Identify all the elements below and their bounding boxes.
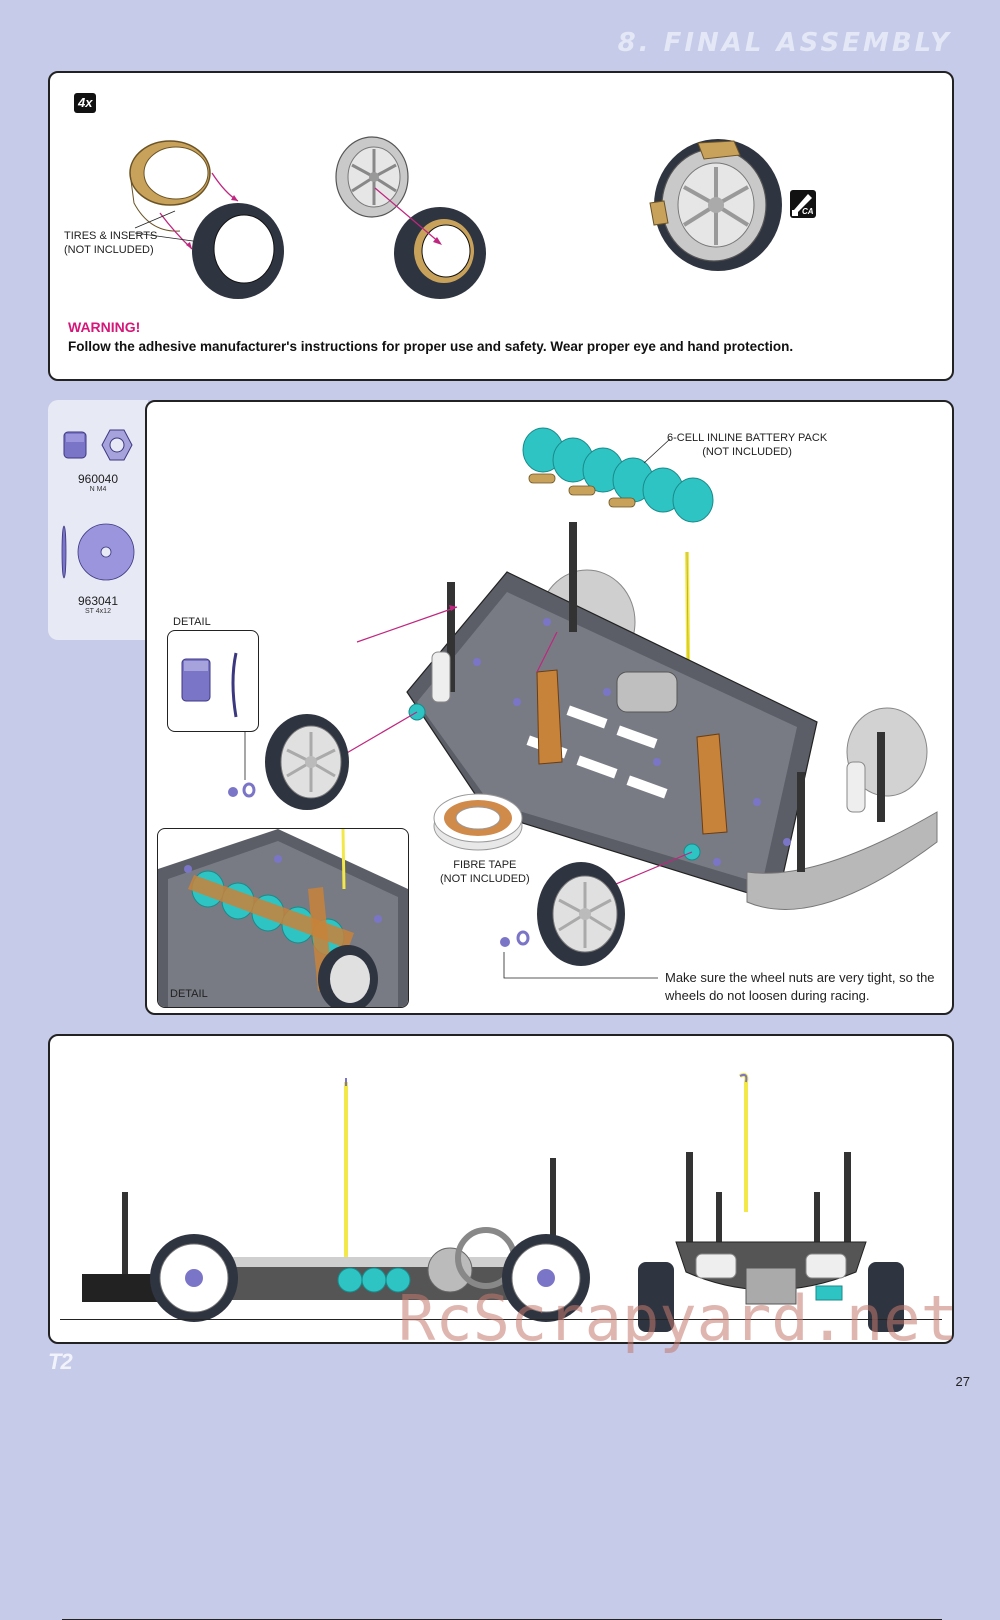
tires-inserts-label: TIRES & INSERTS (NOT INCLUDED): [64, 229, 157, 257]
battery-pack-label: 6-CELL INLINE BATTERY PACK (NOT INCLUDED…: [667, 431, 827, 459]
detail-leader: [244, 732, 246, 780]
note-line2: wheels do not loosen during racing.: [665, 988, 870, 1003]
nut-detail-icon: [181, 652, 238, 718]
nut-detail-box: [167, 630, 259, 732]
battery-detail-illustration: [158, 829, 408, 1007]
warning-title: WARNING!: [68, 319, 141, 335]
note-line1: Make sure the wheel nuts are very tight,…: [665, 970, 935, 985]
front-view-illustration: [638, 1072, 904, 1332]
tires-label-line2: (NOT INCLUDED): [64, 244, 154, 256]
tire-assembly-panel: 4x TIRES & INSERTS (NOT INCLUDED): [48, 71, 954, 381]
fibre-label-line2: (NOT INCLUDED): [440, 873, 530, 885]
part-number-1: 960040: [77, 472, 119, 486]
side-view-illustration: [82, 1078, 590, 1322]
watermark: RcScrapyard.net: [398, 1282, 958, 1355]
tire-illustration: [192, 203, 284, 299]
battery-leader: [643, 438, 671, 464]
ca-glue-label: CA: [802, 207, 814, 216]
front-wheel-nut-washer: [500, 930, 530, 947]
rim-arrow: [374, 187, 442, 245]
section-title: 8. FINAL ASSEMBLY: [617, 28, 952, 58]
wheel-rim-illustration: [335, 136, 409, 218]
rear-wheel-nut-washer: [228, 782, 256, 798]
washer-icon: [61, 523, 135, 581]
battery-detail-inset: DETAIL: [157, 828, 409, 1008]
detail-label-bottom: DETAIL: [170, 988, 208, 1000]
ground-line-rule: [60, 1319, 942, 1320]
brand-logo: T2: [48, 1349, 73, 1374]
battery-label-line2: (NOT INCLUDED): [702, 446, 792, 458]
chassis-assembly-panel: DETAIL 6-CELL INLINE BATTERY PACK (NOT I…: [145, 400, 954, 1015]
fibre-tape-label: FIBRE TAPE (NOT INCLUDED): [440, 858, 530, 886]
battery-pack-illustration: [522, 427, 714, 523]
note-leader: [503, 952, 658, 979]
fibre-tape-illustration: [433, 793, 523, 851]
page-number: 27: [955, 1374, 970, 1389]
parts-list-tab: 960040 N M4 963041 ST 4x12: [48, 400, 148, 640]
wheel-nut-note: Make sure the wheel nuts are very tight,…: [665, 969, 935, 1005]
tire-insert-illustration: [129, 140, 211, 232]
label-leader-lines: [134, 210, 194, 242]
finished-car-views-panel: [48, 1034, 954, 1620]
part-number-2: 963041: [77, 594, 119, 608]
lock-nut-icon: [63, 429, 133, 461]
part-desc-1: N M4: [89, 486, 107, 493]
part-desc-2: ST 4x12: [85, 608, 111, 615]
warning-text: Follow the adhesive manufacturer's instr…: [68, 339, 794, 354]
tire-with-insert-illustration: [394, 207, 486, 299]
battery-label-line1: 6-CELL INLINE BATTERY PACK: [667, 432, 828, 444]
rear-wheel-illustration: [265, 714, 349, 810]
chassis-illustration: [296, 522, 938, 910]
fibre-label-line1: FIBRE TAPE: [453, 859, 517, 871]
glued-wheel-illustration: [649, 139, 782, 271]
ca-glue-icon: [790, 190, 816, 218]
quantity-badge: 4x: [74, 93, 97, 113]
detail-label-top: DETAIL: [173, 616, 211, 628]
tires-label-line1: TIRES & INSERTS: [64, 230, 158, 242]
front-wheel-illustration: [537, 862, 625, 966]
